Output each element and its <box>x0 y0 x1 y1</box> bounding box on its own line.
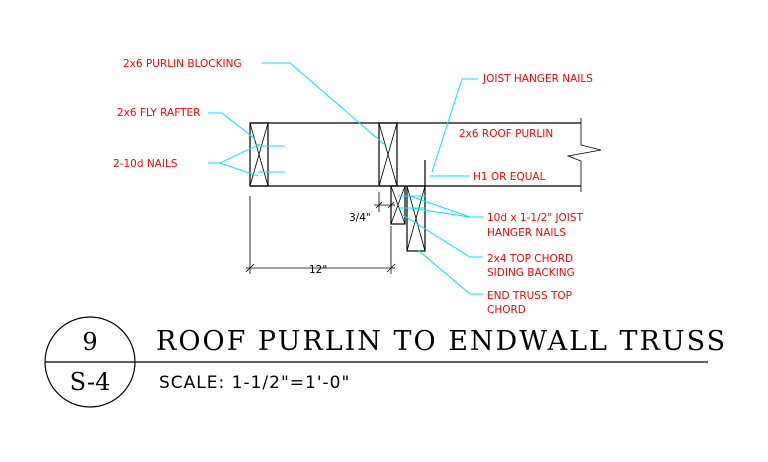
title-block <box>44 316 708 408</box>
dimension-twelve: 12" <box>309 264 327 276</box>
label-roof-purlin: 2x6 ROOF PURLIN <box>459 128 553 140</box>
label-10d-nails-line2: HANGER NAILS <box>487 227 566 239</box>
sheet-number: S-4 <box>70 368 111 396</box>
detail-scale: SCALE: 1-1/2"=1'-0" <box>159 373 350 393</box>
label-fly-rafter: 2x6 FLY RAFTER <box>117 107 200 119</box>
leader-lines <box>208 62 483 295</box>
label-10d-nails-line1: 10d x 1-1/2" JOIST <box>487 212 584 224</box>
label-end-truss-line1: END TRUSS TOP <box>487 290 572 302</box>
label-end-truss-line2: CHORD <box>487 304 526 316</box>
label-joist-hanger-nails: JOIST HANGER NAILS <box>482 73 593 85</box>
label-top-chord-line2: SIDING BACKING <box>487 267 575 279</box>
label-top-chord-line1: 2x4 TOP CHORD <box>487 253 573 265</box>
label-h1-or-equal: H1 OR EQUAL <box>473 171 546 183</box>
detail-title: ROOF PURLIN TO ENDWALL TRUSS <box>156 326 727 357</box>
dimension-three-quarter: 3/4" <box>349 212 371 224</box>
label-purlin-blocking: 2x6 PURLIN BLOCKING <box>123 58 242 70</box>
purlin-linework <box>249 118 602 252</box>
dimension-linework <box>245 192 396 274</box>
label-2-10d-nails: 2-10d NAILS <box>113 158 178 170</box>
detail-number: 9 <box>82 328 97 356</box>
